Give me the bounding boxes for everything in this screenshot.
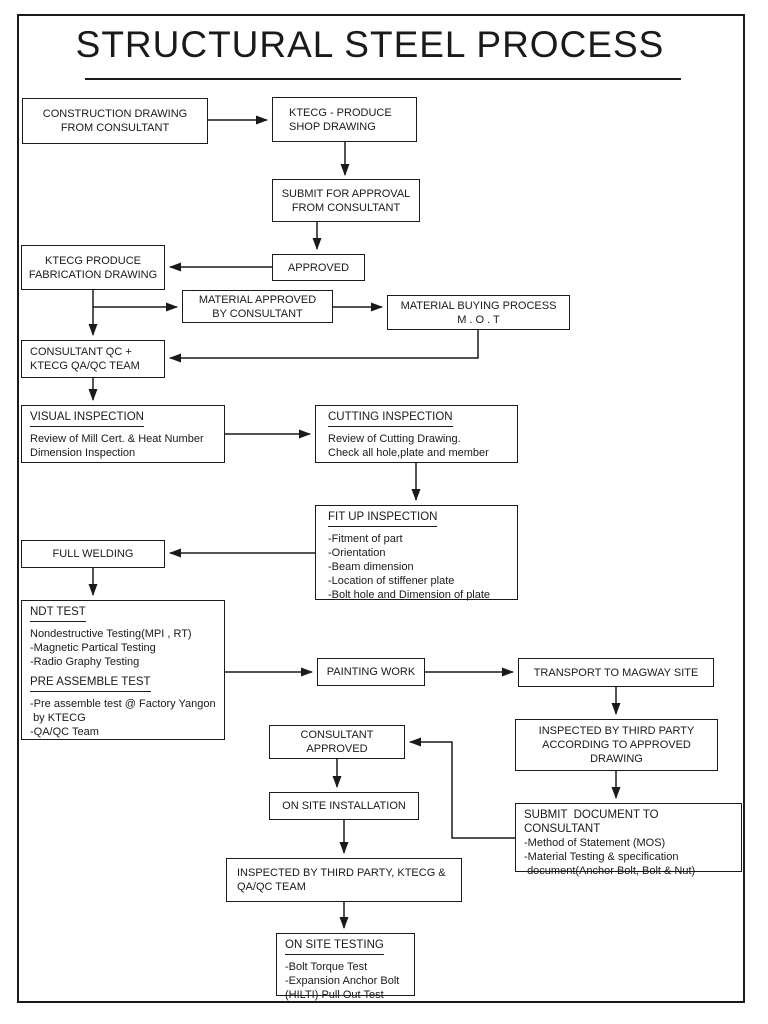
node-text-line: -Bolt Torque Test [285, 961, 368, 973]
node-text-line: Review of Cutting Drawing. [328, 433, 461, 445]
node-text-line: Nondestructive Testing(MPI , RT) [30, 628, 192, 640]
node-text-line: MATERIAL BUYING PROCESS [400, 299, 557, 312]
node-text-line: INSPECTED BY THIRD PARTY, KTECG & [237, 867, 446, 879]
node-material-buying-process: MATERIAL BUYING PROCESS M . O . T [387, 295, 570, 330]
node-text-line: -Bolt hole and Dimension of plate [328, 589, 491, 601]
node-text-line: -Location of stiffener plate [328, 575, 455, 587]
node-fit-up-inspection: FIT UP INSPECTION -Fitment of part -Orie… [315, 505, 518, 601]
node-text-line: BY CONSULTANT [212, 307, 303, 320]
node-text-line: CONSULTANT [300, 729, 374, 741]
node-text-line: TRANSPORT TO MAGWAY SITE [533, 666, 699, 679]
node-text-line: PAINTING WORK [326, 666, 416, 678]
node-text-line: ON SITE INSTALLATION [282, 800, 406, 812]
node-heading: VISUAL INSPECTION [30, 410, 144, 427]
node-ndt-pre-assemble-test: NDT TEST Nondestructive Testing(MPI , RT… [21, 600, 225, 740]
node-text-line: SHOP DRAWING [289, 120, 376, 133]
node-text-line: KTECG - PRODUCE [289, 106, 392, 119]
node-text-line: FROM CONSULTANT [291, 201, 401, 214]
node-painting-work: PAINTING WORK [317, 658, 425, 686]
arrow-submitdoc-to-consultant-approved [409, 737, 515, 839]
node-text-line: -QA/QC Team [30, 726, 99, 738]
node-heading: NDT TEST [30, 605, 86, 622]
page-border [17, 14, 745, 1003]
node-text-line: -Radio Graphy Testing [30, 656, 140, 668]
node-cutting-inspection: CUTTING INSPECTION Review of Cutting Dra… [315, 405, 518, 463]
node-text-line: -Magnetic Partical Testing [30, 642, 156, 654]
node-text-line: FULL WELDING [52, 548, 134, 560]
node-text-line: APPROVED [306, 743, 368, 755]
node-text-line: QA/QC TEAM [237, 881, 306, 893]
node-text-line: -Method of Statement (MOS) [524, 837, 666, 849]
node-text-line: -Orientation [328, 547, 386, 559]
node-text-line: CONSTRUCTION DRAWING [42, 108, 188, 120]
node-text-line: INSPECTED BY THIRD PARTY [538, 725, 695, 737]
node-text-line: (HILTI) Pull Out Test [285, 989, 384, 1001]
node-construction-drawing: CONSTRUCTION DRAWING FROM CONSULTANT [22, 98, 208, 144]
node-visual-inspection: VISUAL INSPECTION Review of Mill Cert. &… [21, 405, 225, 463]
node-heading: FIT UP INSPECTION [328, 510, 438, 527]
node-transport-magway: TRANSPORT TO MAGWAY SITE [518, 658, 714, 687]
node-on-site-testing: ON SITE TESTING -Bolt Torque Test -Expan… [276, 933, 415, 1001]
node-text-line: APPROVED [287, 261, 350, 274]
node-submit-for-approval: SUBMIT FOR APPROVAL FROM CONSULTANT [272, 179, 420, 222]
node-heading: SUBMIT DOCUMENT TO CONSULTANT [524, 809, 662, 835]
node-text-line: document(Anchor Bolt, Bolt & Nut) [524, 865, 696, 877]
node-text-line: Dimension Inspection [30, 447, 136, 459]
node-text-line: Review of Mill Cert. & Heat Number [30, 433, 204, 445]
node-ktecg-fabrication-drawing: KTECG PRODUCE FABRICATION DRAWING [21, 245, 165, 290]
node-text-line: -Material Testing & specification [524, 851, 679, 863]
node-text-line: FABRICATION DRAWING [28, 268, 158, 281]
node-text-line: DRAWING [590, 753, 643, 765]
node-heading: ON SITE TESTING [285, 938, 384, 955]
arrow-buying-to-qc [169, 330, 479, 363]
node-submit-document-consultant: SUBMIT DOCUMENT TO CONSULTANT -Method of… [515, 803, 742, 877]
node-inspected-third-party-drawing: INSPECTED BY THIRD PARTY ACCORDING TO AP… [515, 719, 718, 771]
node-ktecg-shop-drawing: KTECG - PRODUCE SHOP DRAWING [272, 97, 417, 142]
node-text-line: KTECG PRODUCE [45, 254, 141, 267]
node-text-line: -Pre assemble test @ Factory Yangon [30, 698, 216, 710]
node-text-line: -Fitment of part [328, 533, 403, 545]
node-approved: APPROVED [272, 254, 365, 281]
node-text-line: by KTECG [30, 712, 86, 724]
title-underline [85, 78, 681, 80]
node-inspected-third-party-ktecg: INSPECTED BY THIRD PARTY, KTECG & QA/QC … [226, 858, 462, 902]
node-text-line: -Expansion Anchor Bolt [285, 975, 400, 987]
node-text-line: FROM CONSULTANT [60, 122, 170, 134]
node-text-line: CONSULTANT QC + [30, 346, 132, 358]
node-on-site-installation: ON SITE INSTALLATION [269, 792, 419, 820]
node-text-line: Check all hole,plate and member [328, 447, 489, 459]
node-text-line: -Beam dimension [328, 561, 414, 573]
node-text-line: M . O . T [457, 313, 500, 326]
node-consultant-approved: CONSULTANT APPROVED [269, 725, 405, 759]
page-title: STRUCTURAL STEEL PROCESS [75, 24, 665, 65]
node-text-line: ACCORDING TO APPROVED [542, 739, 691, 751]
node-material-approved: MATERIAL APPROVED BY CONSULTANT [182, 290, 333, 323]
node-consultant-qc-team: CONSULTANT QC + KTECG QA/QC TEAM [21, 340, 165, 378]
node-text-line: SUBMIT FOR APPROVAL [281, 187, 411, 200]
node-text-line: MATERIAL APPROVED [198, 293, 317, 306]
node-heading: CUTTING INSPECTION [328, 410, 453, 427]
node-full-welding: FULL WELDING [21, 540, 165, 568]
node-heading: PRE ASSEMBLE TEST [30, 675, 151, 692]
node-text-line: KTECG QA/QC TEAM [30, 360, 140, 372]
